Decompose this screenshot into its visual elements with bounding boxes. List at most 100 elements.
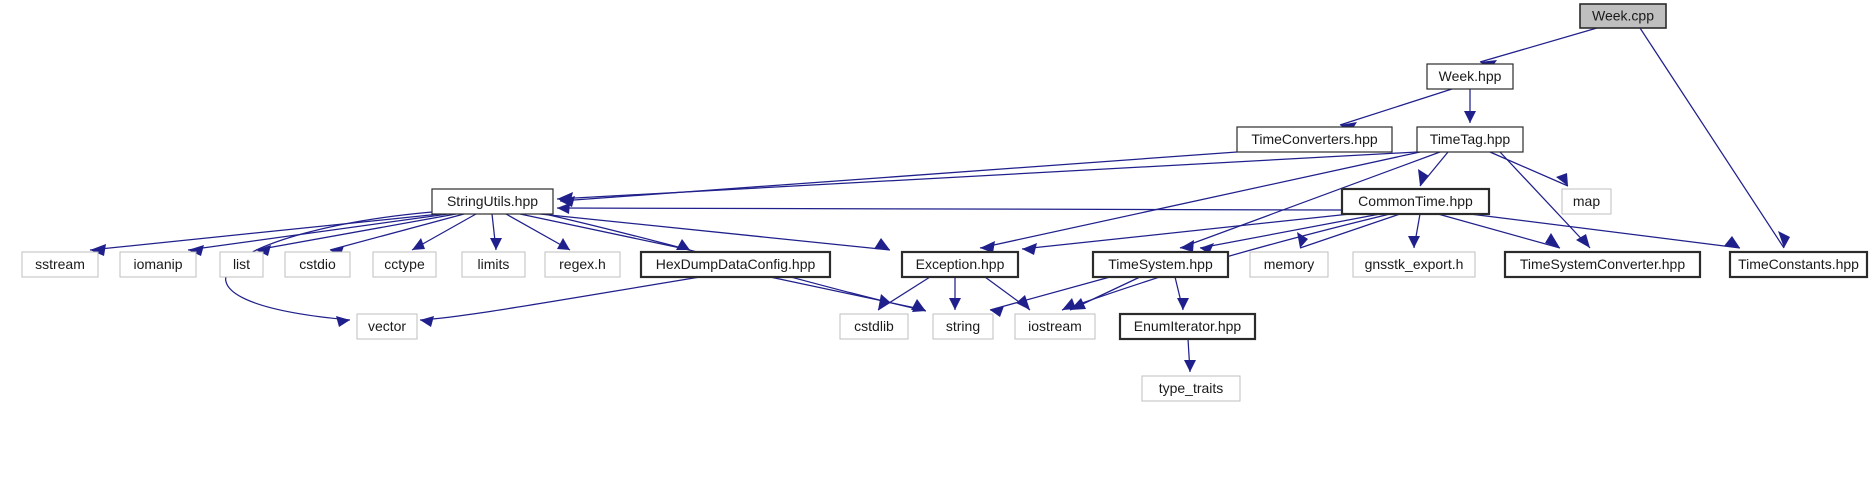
node-map[interactable]: map [1561, 188, 1612, 215]
node-week_hpp[interactable]: Week.hpp [1426, 63, 1514, 90]
arrowhead-icon [557, 203, 570, 214]
node-memory[interactable]: memory [1249, 251, 1329, 278]
edge-week_cpp-to-timeconstants_hpp [1639, 27, 1785, 249]
node-stringutils_hpp[interactable]: StringUtils.hpp [431, 188, 554, 215]
node-box-vector[interactable] [356, 313, 418, 340]
node-timeconstants_hpp[interactable]: TimeConstants.hpp [1728, 250, 1869, 279]
arrowhead-icon [557, 238, 570, 250]
edge-commontime_hpp-to-stringutils_hpp [556, 207, 1343, 211]
edge-commontime_hpp-to-timesysconv_hpp [1437, 213, 1561, 249]
node-string[interactable]: string [932, 313, 994, 340]
node-week_cpp[interactable]: Week.cpp [1579, 3, 1667, 29]
arrowhead-icon [1184, 360, 1196, 372]
node-box-enumiterator_hpp[interactable] [1118, 312, 1257, 341]
node-exception_hpp[interactable]: Exception.hpp [900, 250, 1020, 279]
arrowhead-icon [1778, 231, 1790, 248]
node-box-string[interactable] [932, 313, 994, 340]
arrowhead-icon [949, 298, 961, 310]
node-regex_h[interactable]: regex.h [544, 251, 621, 278]
arrowhead-icon [1576, 234, 1590, 248]
node-box-iomanip[interactable] [119, 251, 197, 278]
arrowhead-icon [412, 238, 425, 250]
edge-stringutils_hpp-to-cstdio [329, 213, 465, 251]
node-box-timesysconv_hpp[interactable] [1503, 250, 1702, 279]
edge-stringutils_hpp-to-hexdump_hpp [519, 213, 691, 251]
node-timesysconv_hpp[interactable]: TimeSystemConverter.hpp [1503, 250, 1702, 279]
edge-commontime_hpp-to-exception_hpp [1021, 213, 1351, 250]
node-box-timeconverters_hpp[interactable] [1236, 126, 1393, 153]
arrowhead-icon [1408, 236, 1420, 248]
node-timesystem_hpp[interactable]: TimeSystem.hpp [1091, 250, 1230, 279]
node-box-timesystem_hpp[interactable] [1091, 250, 1230, 279]
node-box-gnsstk_export_h[interactable] [1352, 251, 1476, 278]
edge-timetag_hpp-to-map [1489, 151, 1569, 187]
arrowhead-icon [90, 244, 106, 256]
node-box-cstdio[interactable] [284, 251, 351, 278]
node-box-timetag_hpp[interactable] [1416, 126, 1524, 153]
node-box-stringutils_hpp[interactable] [431, 188, 554, 215]
node-iostream[interactable]: iostream [1014, 313, 1096, 340]
arrowhead-icon [1177, 298, 1189, 310]
node-box-cstdlib[interactable] [839, 313, 909, 340]
edge-hexdump_hpp-to-vector [419, 276, 701, 321]
node-cstdio[interactable]: cstdio [284, 251, 351, 278]
node-box-commontime_hpp[interactable] [1340, 187, 1491, 216]
arrowhead-icon [1464, 111, 1476, 123]
node-list[interactable]: list [219, 251, 264, 278]
edge-stringutils_hpp-to-sstream [89, 213, 441, 251]
arrowhead-icon [1016, 295, 1030, 310]
node-gnsstk_export_h[interactable]: gnsstk_export.h [1352, 251, 1476, 278]
edge-stringutils_hpp-to-exception_hpp [539, 213, 891, 251]
node-box-timeconstants_hpp[interactable] [1728, 250, 1869, 279]
node-box-regex_h[interactable] [544, 251, 621, 278]
edge-timetag_hpp-to-timesysconv_hpp [1499, 151, 1591, 249]
edge-commontime_hpp-to-timesystem_hpp [1199, 213, 1381, 249]
edge-commontime_hpp-to-memory [1299, 213, 1401, 249]
node-cstdlib[interactable]: cstdlib [839, 313, 909, 340]
node-timetag_hpp[interactable]: TimeTag.hpp [1416, 126, 1524, 153]
arrowhead-icon [1556, 173, 1568, 186]
edge-timetag_hpp-to-timesystem_hpp [1179, 151, 1441, 249]
node-box-iostream[interactable] [1014, 313, 1096, 340]
node-cctype[interactable]: cctype [372, 251, 437, 278]
edge-stringutils_hpp-to-regex_h [505, 213, 571, 251]
arrowhead-icon [188, 245, 204, 256]
arrowhead-icon [1062, 298, 1076, 310]
node-box-type_traits[interactable] [1141, 375, 1241, 402]
node-box-list[interactable] [219, 251, 264, 278]
node-box-hexdump_hpp[interactable] [639, 250, 832, 279]
node-box-limits[interactable] [461, 251, 526, 278]
edge-week_hpp-to-timeconverters_hpp [1339, 88, 1453, 126]
node-box-memory[interactable] [1249, 251, 1329, 278]
arrowhead-icon [1022, 243, 1037, 255]
edge-timeconverters_hpp-to-stringutils_hpp [559, 151, 1238, 202]
arrowhead-icon [1545, 233, 1560, 248]
arrowhead-icon [1724, 236, 1740, 248]
node-box-exception_hpp[interactable] [900, 250, 1020, 279]
edges-layer [89, 27, 1790, 373]
node-box-sstream[interactable] [21, 251, 99, 278]
node-timeconverters_hpp[interactable]: TimeConverters.hpp [1236, 126, 1393, 153]
arrowhead-icon [1297, 232, 1308, 248]
arrowhead-icon [1180, 240, 1194, 252]
arrowhead-icon [256, 245, 271, 256]
node-box-cctype[interactable] [372, 251, 437, 278]
arrowhead-icon [336, 316, 350, 327]
node-limits[interactable]: limits [461, 251, 526, 278]
node-box-week_cpp[interactable] [1579, 3, 1667, 29]
arrowhead-icon [420, 316, 434, 327]
node-enumiterator_hpp[interactable]: EnumIterator.hpp [1118, 312, 1257, 341]
node-iomanip[interactable]: iomanip [119, 251, 197, 278]
node-box-week_hpp[interactable] [1426, 63, 1514, 90]
edge-stringutils_hpp-to-iomanip [187, 213, 449, 251]
node-hexdump_hpp[interactable]: HexDumpDataConfig.hpp [639, 250, 832, 279]
node-commontime_hpp[interactable]: CommonTime.hpp [1340, 187, 1491, 216]
node-sstream[interactable]: sstream [21, 251, 99, 278]
node-box-map[interactable] [1561, 188, 1612, 215]
arrowhead-icon [990, 306, 1004, 317]
node-vector[interactable]: vector [356, 313, 418, 340]
node-type_traits[interactable]: type_traits [1141, 375, 1241, 402]
